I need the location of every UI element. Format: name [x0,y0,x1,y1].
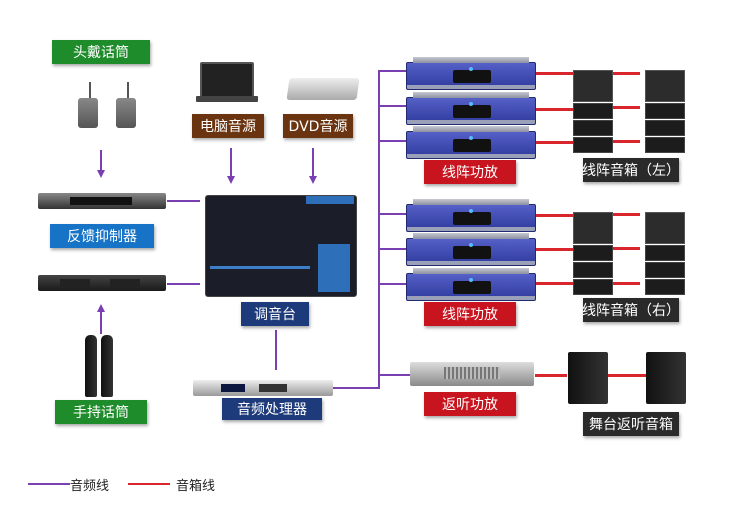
handheld-mic-label: 手持话筒 [55,400,147,424]
stage-monitor-speaker-label: 舞台返听音箱 [583,412,679,436]
speaker-line [535,72,573,75]
speaker-line [535,282,573,285]
line-array-amp-label-top: 线阵功放 [424,160,516,184]
legend-speaker-line-label: 音箱线 [176,479,216,494]
audio-line-mixer-to-processor [275,330,277,370]
speaker-line [612,106,640,109]
line-array-amp-2 [406,92,536,125]
monitor-amp-device [410,362,534,386]
audio-branch-amp-3 [378,140,406,142]
pc-source-label: 电脑音源 [192,114,264,138]
line-array-amp-4 [406,199,536,232]
line-array-amp-3 [406,126,536,159]
line-array-amp-6 [406,268,536,301]
line-array-amp-1 [406,57,536,90]
dvd-source-label: DVD音源 [283,114,353,138]
wireless-receiver-device [38,275,166,291]
audio-line-headset-to-suppressor [100,150,102,172]
mixer-device [205,195,357,297]
stage-monitor-speaker-1 [568,352,608,404]
line-array-speaker-right-label: 线阵音箱（右） [582,298,680,322]
headset-mic-transmitter [78,98,98,128]
speaker-line [535,108,573,111]
audio-branch-amp-1 [378,70,406,72]
antenna-icon [89,82,91,98]
line-array-speaker-right-2 [645,212,685,295]
line-array-speaker-left-1 [573,70,613,153]
laptop-device [200,62,254,98]
handheld-mic [85,335,97,397]
speaker-line [612,247,640,250]
audio-line-processor-out [333,387,379,389]
feedback-suppressor-device [38,193,166,209]
stage-monitor-speaker-2 [646,352,686,404]
antenna-icon [127,82,129,98]
feedback-suppressor-label: 反馈抑制器 [50,224,154,248]
speaker-line [535,214,573,217]
speaker-line [535,248,573,251]
line-array-amp-5 [406,233,536,266]
arrow-icon [97,170,105,178]
line-array-amp-label-bottom: 线阵功放 [424,302,516,326]
speaker-line [612,282,640,285]
laptop-base [196,96,258,102]
speaker-line [612,213,640,216]
audio-branch-amp-6 [378,283,406,285]
audio-branch-amp-5 [378,248,406,250]
line-array-speaker-left-2 [645,70,685,153]
audio-branch-amp-2 [378,105,406,107]
audio-trunk [378,70,380,389]
audio-branch-amp-4 [378,213,406,215]
line-array-speaker-left-label: 线阵音箱（左） [582,158,680,182]
audio-processor-label: 音频处理器 [222,398,322,420]
speaker-line [607,374,647,377]
audio-branch-monitor-amp [378,374,410,376]
speaker-line [612,140,640,143]
arrow-icon [97,304,105,312]
audio-line-pc-to-mixer [230,148,232,178]
legend-audio-line-swatch [28,483,70,485]
speaker-line [612,72,640,75]
audio-line-suppressor-to-mixer [167,200,200,202]
speaker-line [535,374,567,377]
audio-line-dvd-to-mixer [312,148,314,178]
legend-audio-line-label: 音频线 [70,479,110,494]
legend-speaker-line-swatch [128,483,170,485]
line-array-speaker-right-1 [573,212,613,295]
audio-processor-device [193,380,333,396]
speaker-line [535,141,573,144]
handheld-mic [101,335,113,397]
dvd-player-device [286,78,360,100]
monitor-amp-label: 返听功放 [424,392,516,416]
arrow-icon [227,176,235,184]
headset-mic-transmitter [116,98,136,128]
arrow-icon [309,176,317,184]
headset-mic-label: 头戴话筒 [52,40,150,64]
audio-line-receiver-to-mixer [167,283,200,285]
mixer-label: 调音台 [241,302,309,326]
audio-line-handheld-to-receiver [100,312,102,334]
legend: 音频线 音箱线 [28,474,268,494]
